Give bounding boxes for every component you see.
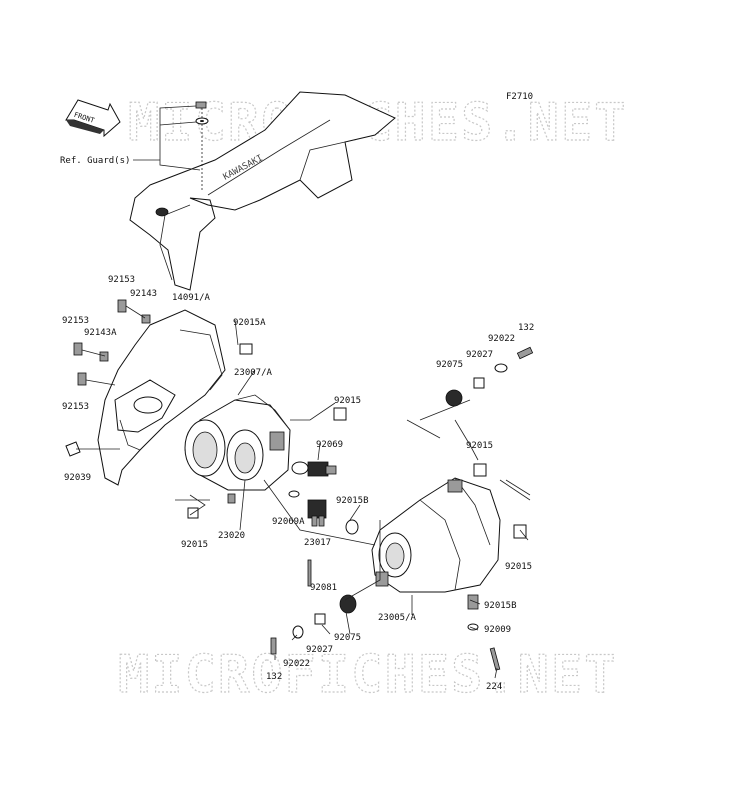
label-ref-guards: Ref. Guard(s): [60, 156, 130, 166]
label-92022-b: 92022: [283, 659, 310, 669]
label-92153-b: 92153: [62, 316, 89, 326]
label-92153-a: 92153: [108, 275, 135, 285]
clip-92015-b: [473, 463, 487, 477]
label-92015B-b: 92015B: [484, 601, 517, 611]
label-92153-c: 92153: [62, 402, 89, 412]
collar-92027-a: [473, 377, 485, 389]
watermark-bottom: MICROFICHES.NET: [118, 645, 618, 705]
clip-92015A: [239, 343, 253, 355]
label-92027-b: 92027: [306, 645, 333, 655]
label-92069: 92069: [316, 440, 343, 450]
label-23020: 23020: [218, 531, 245, 541]
bolt-92153-b: [73, 342, 83, 356]
label-92022-a: 92022: [488, 334, 515, 344]
washer-92022-a: [494, 363, 508, 373]
spring-92081: [307, 559, 312, 587]
washer-92022-b: [292, 625, 304, 639]
damper-92075-a: [445, 389, 463, 407]
bulb-92069A: [288, 490, 300, 498]
upper-guard: KAWASAKI: [129, 91, 396, 291]
bolt-92153-c: [77, 372, 87, 386]
label-92015A: 92015A: [233, 318, 266, 328]
collar-92027-b: [314, 613, 326, 625]
label-92009: 92009: [484, 625, 511, 635]
clip-92015-d: [513, 524, 527, 539]
label-92069A: 92069A: [272, 517, 305, 527]
nut-92143A: [99, 351, 109, 362]
nut-92143: [141, 314, 151, 324]
label-92015-c: 92015: [181, 540, 208, 550]
label-132-b: 132: [266, 672, 282, 682]
bolt-132-b: [270, 637, 277, 655]
damper-92075-b: [339, 594, 357, 614]
clip-92015-a: [333, 407, 347, 421]
label-23007A: 23007/A: [234, 368, 273, 378]
label-132-a: 132: [518, 323, 534, 333]
label-92143: 92143: [130, 289, 157, 299]
label-92143A: 92143A: [84, 328, 117, 338]
label-92075-b: 92075: [334, 633, 361, 643]
label-14091A: 14091/A: [172, 293, 211, 303]
headlight-23007: [184, 394, 291, 491]
label-23005A: 23005/A: [378, 613, 417, 623]
grommet-92039: [65, 441, 81, 457]
label-92015B-a: 92015B: [336, 496, 369, 506]
bolt-92015B-b: [467, 594, 479, 610]
label-92015-b: 92015: [466, 441, 493, 451]
bulb-92069: [291, 461, 337, 477]
side-cover-14091: [97, 309, 226, 486]
guard-bolt: [195, 101, 209, 190]
headlight-23005: [371, 477, 501, 593]
washer-92009: [467, 623, 479, 631]
label-92027-a: 92027: [466, 350, 493, 360]
bolt-92153-a: [117, 299, 127, 313]
grommet-92015B-a: [345, 519, 359, 535]
bolt-132-a: [516, 346, 534, 360]
label-92075-a: 92075: [436, 360, 463, 370]
label-92081: 92081: [310, 583, 337, 593]
socket-23017: [307, 499, 327, 527]
label-23017: 23017: [304, 538, 331, 548]
screw-23020: [227, 493, 236, 504]
label-92039: 92039: [64, 473, 91, 483]
diagram-code: F2710: [506, 92, 533, 102]
screw-224: [489, 647, 501, 671]
label-92015-d: 92015: [505, 562, 532, 572]
label-224: 224: [486, 682, 502, 692]
front-arrow-icon: FRONT: [65, 99, 121, 138]
label-92015-a: 92015: [334, 396, 361, 406]
